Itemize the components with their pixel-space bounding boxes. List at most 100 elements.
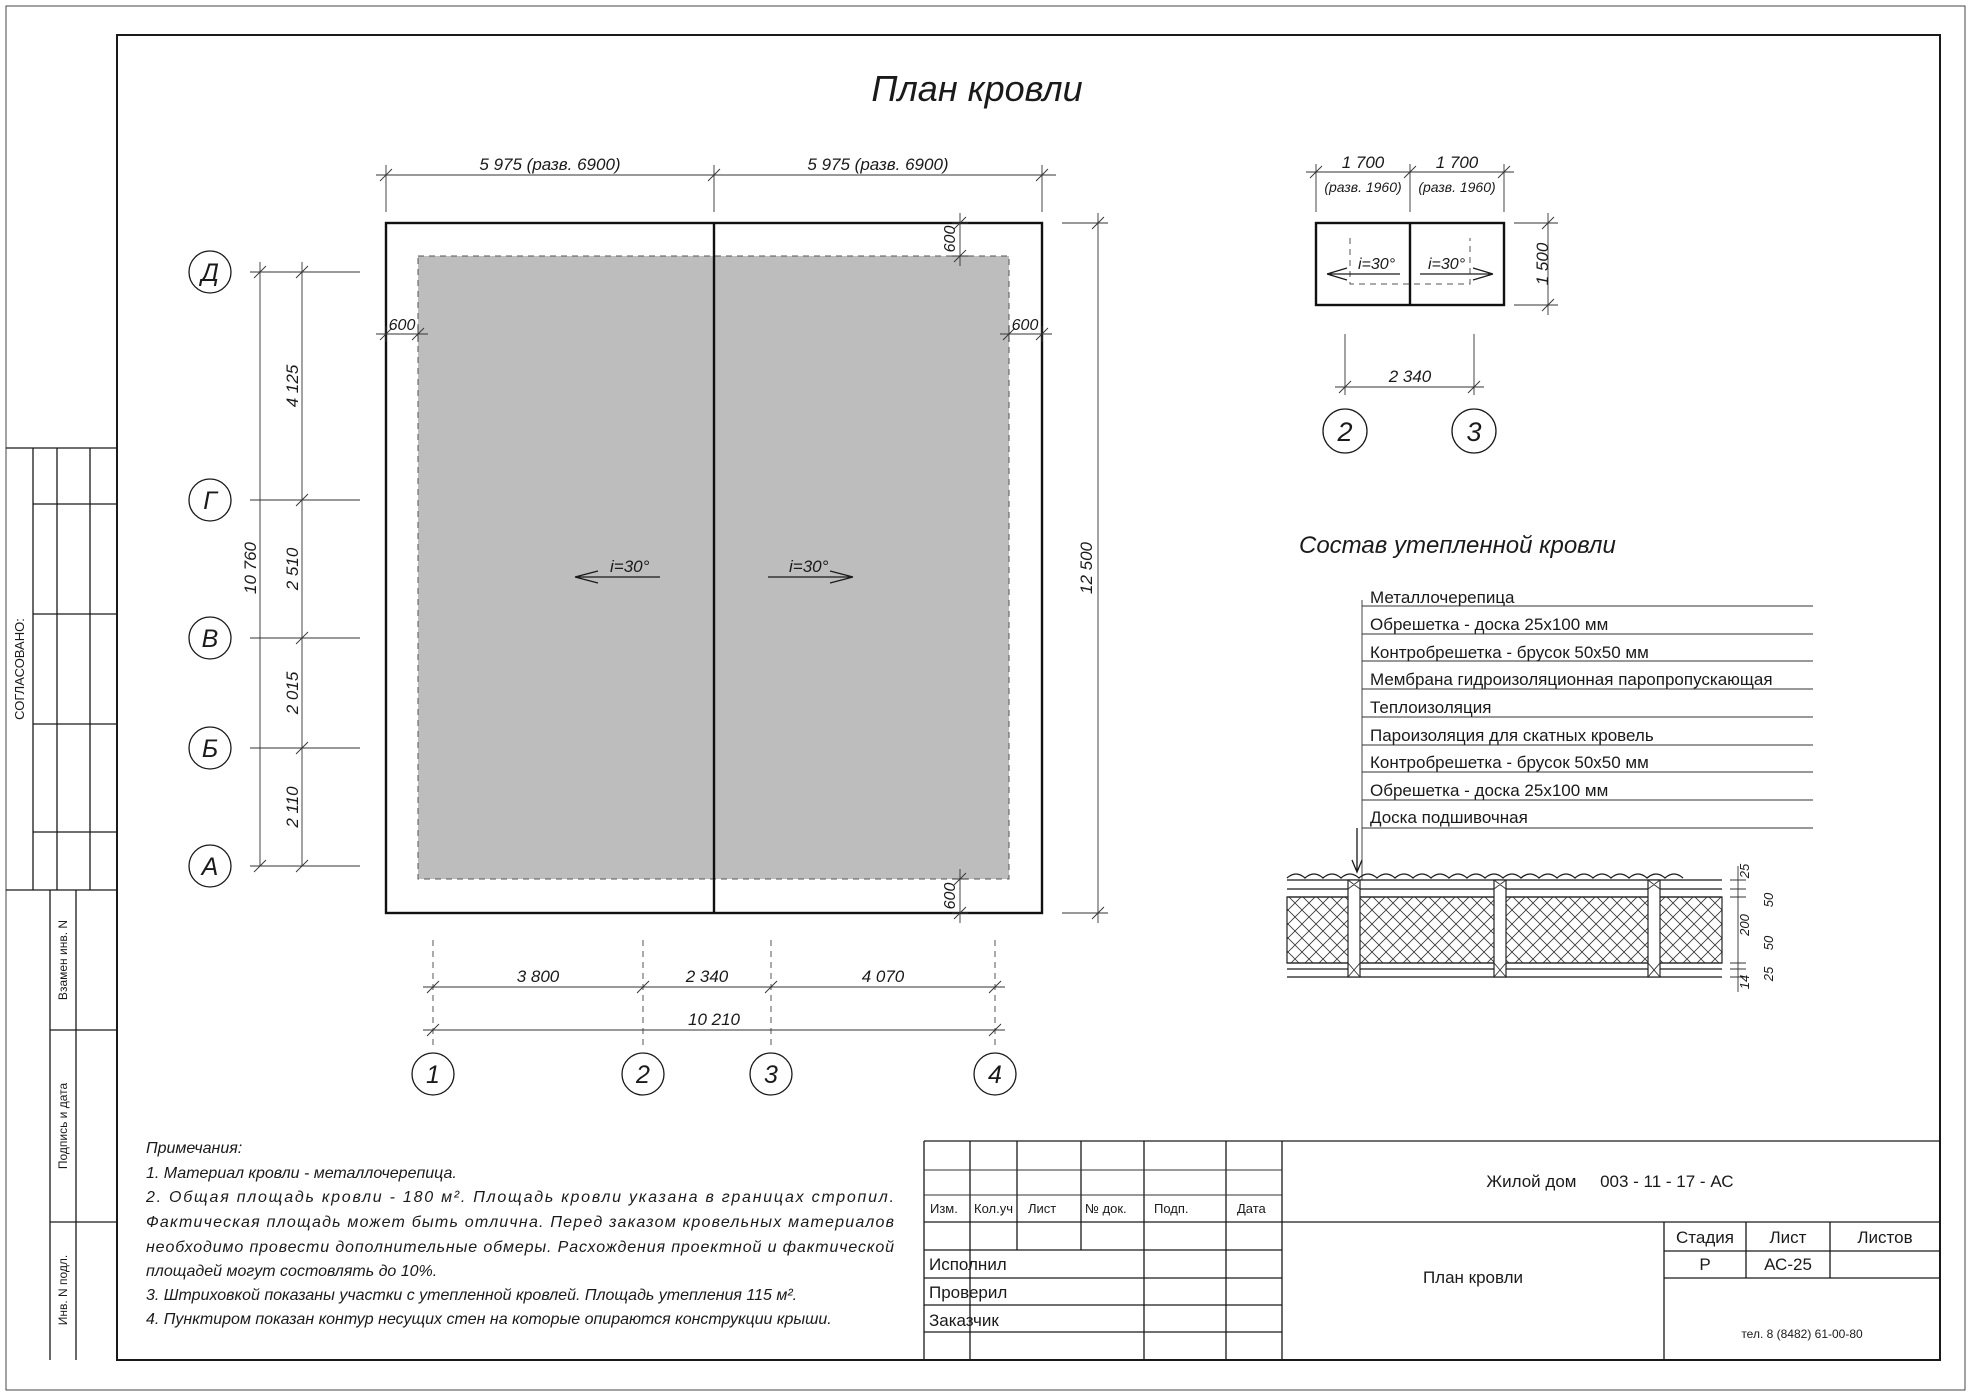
axis-col-1: 1: [411, 1052, 455, 1096]
note-line-1: 1. Материал кровли - металлочерепица.: [146, 1165, 457, 1182]
stamp-col-list: Лист: [1028, 1201, 1056, 1216]
bottom-dim-1: 3 800: [517, 967, 560, 986]
stage-label: Стадия: [1676, 1228, 1734, 1247]
dormer-subdim-left: (разв. 1960): [1324, 179, 1401, 195]
dormer-slope-left: i=30°: [1358, 256, 1396, 273]
dormer-height-dim: 1 500: [1533, 242, 1552, 285]
axis-col-label: 3: [764, 1061, 778, 1089]
bottom-total-dim: 10 210: [688, 1010, 741, 1029]
overhang-right: 600: [1012, 317, 1039, 334]
note-line-3: Фактическая площадь может быть отлична. …: [146, 1214, 894, 1231]
axis-row-label: Д: [198, 259, 219, 287]
layer-8: Обрешетка - доска 25х100 мм: [1370, 781, 1608, 800]
left-dim-1: 4 125: [283, 364, 302, 407]
layer-9: Доска подшивочная: [1370, 808, 1528, 827]
stamp-sheet-title: План кровли: [1423, 1268, 1523, 1287]
rafter: [1347, 879, 1361, 978]
stamp-col-date: Дата: [1237, 1201, 1267, 1216]
axis-row-g: Г: [188, 478, 232, 522]
side-strip: СОГЛАСОВАНО: Взамен инв. N Подпись и дат…: [6, 447, 117, 1360]
axis-row-b: Б: [188, 726, 232, 770]
slope-label-right: i=30°: [789, 557, 829, 576]
left-dim-4: 2 110: [283, 786, 302, 829]
roof-plan: i=30° i=30° 5 975 (разв. 6900) 5 975 (ра…: [188, 155, 1108, 1096]
agreed-label: СОГЛАСОВАНО:: [12, 618, 27, 720]
dormer-axis-label: 3: [1466, 417, 1481, 447]
overhang-left: 600: [389, 317, 416, 334]
section-dim-25-bottom: 25: [1761, 966, 1776, 982]
left-dim-3: 2 015: [283, 671, 302, 715]
slope-arrow-left: [574, 570, 660, 584]
stamp-col-doc: № док.: [1085, 1201, 1127, 1216]
axis-col-3: 3: [749, 1052, 793, 1096]
note-line-5: площадей могут состовлять до 10%.: [146, 1263, 437, 1280]
role-checker: Проверил: [929, 1283, 1007, 1302]
drawing-frame: [116, 34, 1941, 1361]
dormer-axis-3: 3: [1451, 408, 1497, 454]
dormer-dim-right: 1 700: [1436, 153, 1479, 172]
title-block: Изм. Кол.уч Лист № док. Подп. Дата Испол…: [923, 1140, 1940, 1360]
metal-tile-profile: [1286, 873, 1684, 879]
section-dim-14: 14: [1737, 975, 1752, 989]
section-dim-50-top: 50: [1761, 892, 1776, 907]
slope-label-left: i=30°: [610, 557, 650, 576]
note-line-7: 4. Пунктиром показан контур несущих стен…: [146, 1311, 832, 1328]
bottom-dim-2: 2 340: [685, 967, 729, 986]
axis-row-label: А: [200, 853, 219, 881]
axis-row-label: Б: [202, 735, 218, 763]
left-total-dim: 10 760: [241, 541, 260, 594]
sheet-label: Лист: [1770, 1228, 1807, 1247]
layer-3: Контробрешетка - брусок 50х50 мм: [1370, 643, 1649, 662]
stamp-col-izm: Изм.: [930, 1201, 958, 1216]
dormer-axis-label: 2: [1336, 417, 1352, 447]
notes: Примечания: 1. Материал кровли - металло…: [145, 1140, 894, 1328]
layer-6: Пароизоляция для скатных кровель: [1370, 726, 1654, 745]
rafter: [1647, 879, 1661, 978]
sheet-value: АС-25: [1764, 1255, 1812, 1274]
top-dim-left: 5 975 (разв. 6900): [479, 155, 620, 174]
signature-date-label: Подпись и дата: [56, 1083, 70, 1170]
axis-row-label: Г: [203, 487, 219, 515]
notes-heading: Примечания:: [146, 1140, 242, 1157]
leader-arrow: [1351, 828, 1363, 874]
stage-value: Р: [1699, 1255, 1710, 1274]
section-dim-200: 200: [1737, 913, 1752, 936]
composition-title: Состав утепленной кровли: [1299, 532, 1616, 559]
note-line-6: 3. Штриховкой показаны участки с утеплен…: [146, 1287, 797, 1304]
layer-4: Мембрана гидроизоляционная паропропускаю…: [1370, 670, 1773, 689]
bottom-dim-3: 4 070: [862, 967, 905, 986]
axis-row-d: Д: [188, 250, 232, 294]
axis-col-label: 2: [635, 1061, 650, 1089]
overhang-top: 600: [942, 226, 959, 253]
layer-5: Теплоизоляция: [1370, 698, 1491, 717]
axis-row-v: В: [188, 616, 232, 660]
stamp-col-kolich: Кол.уч: [974, 1201, 1013, 1216]
phone: тел. 8 (8482) 61-00-80: [1741, 1327, 1863, 1341]
top-dim-right: 5 975 (разв. 6900): [807, 155, 948, 174]
sheets-label: Листов: [1857, 1228, 1912, 1247]
dormer-axis-2: 2: [1322, 408, 1368, 454]
layer-2: Обрешетка - доска 25х100 мм: [1370, 615, 1608, 634]
replace-inv-label: Взамен инв. N: [56, 920, 70, 1000]
dormer-subdim-right: (разв. 1960): [1418, 179, 1495, 195]
axis-col-4: 4: [973, 1052, 1017, 1096]
role-customer: Заказчик: [929, 1311, 999, 1330]
right-dim: 12 500: [1077, 541, 1096, 594]
outer-border: [5, 5, 1966, 1391]
note-line-2: 2. Общая площадь кровли - 180 м². Площад…: [145, 1189, 894, 1206]
section-dim-25-top: 25: [1737, 863, 1752, 879]
inv-original-label: Инв. N подл.: [56, 1255, 70, 1326]
dormer-plan: 1 700 1 700 (разв. 1960) (разв. 1960) i=…: [1306, 153, 1558, 454]
axis-col-2: 2: [621, 1052, 665, 1096]
stamp-col-sign: Подп.: [1154, 1201, 1189, 1216]
role-executor: Исполнил: [929, 1255, 1007, 1274]
axis-col-label: 4: [988, 1061, 1002, 1089]
dormer-dim-left: 1 700: [1342, 153, 1385, 172]
roof-composition: Состав утепленной кровли Металлочерепица…: [1286, 532, 1813, 992]
project-code: Жилой дом 003 - 11 - 17 - АС: [1486, 1172, 1733, 1191]
left-dim-2: 2 510: [283, 547, 302, 591]
axis-col-label: 1: [426, 1061, 440, 1089]
dormer-arrow-right: [1420, 267, 1494, 281]
dormer-slope-right: i=30°: [1428, 256, 1466, 273]
